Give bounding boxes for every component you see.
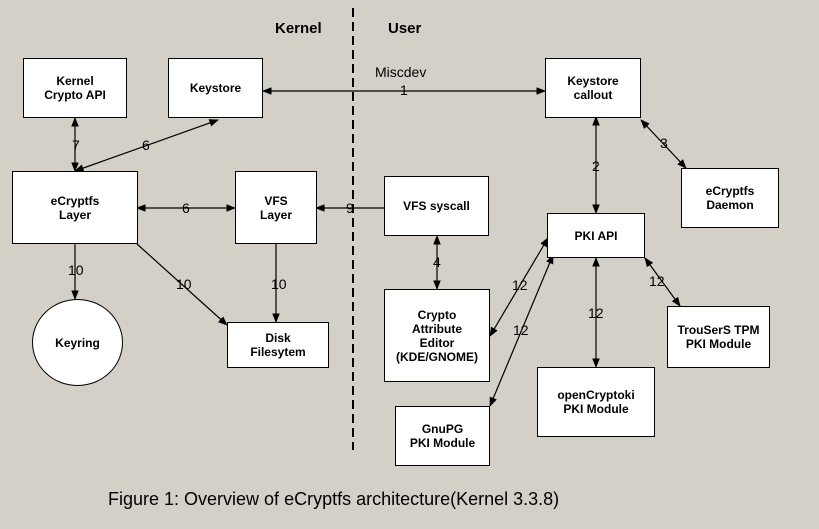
edge-label-6b: 6 xyxy=(182,200,190,216)
edge-label-12a: 12 xyxy=(512,277,528,293)
vfs-layer-box: VFS Layer xyxy=(235,171,317,244)
ecryptfs-daemon-box: eCryptfs Daemon xyxy=(681,168,779,228)
edge-pki-trousers xyxy=(644,257,681,307)
keyring-circle: Keyring xyxy=(32,299,123,386)
keystore-callout-box: Keystore callout xyxy=(545,58,641,118)
edge-label-1: 1 xyxy=(400,82,408,98)
figure-caption: Figure 1: Overview of eCryptfs architect… xyxy=(108,489,560,509)
crypto-attribute-editor-box: Crypto Attribute Editor (KDE/GNOME) xyxy=(384,289,490,382)
edge-label-4: 4 xyxy=(433,254,441,270)
kernel-header: Kernel xyxy=(275,20,322,37)
user-header: User xyxy=(388,20,422,37)
edge-label-6a: 6 xyxy=(142,137,150,153)
kernel-crypto-api-box: Kernel Crypto API xyxy=(23,58,127,118)
edge-label-2: 2 xyxy=(592,158,600,174)
ecryptfs-layer-box: eCryptfs Layer xyxy=(12,171,138,244)
edge-label-12c: 12 xyxy=(588,305,604,321)
miscdev-label: Miscdev xyxy=(375,64,427,80)
edge-label-10a: 10 xyxy=(68,262,84,278)
edge-label-12b: 12 xyxy=(513,322,529,338)
gnupg-box: GnuPG PKI Module xyxy=(395,406,490,466)
edge-gnupg-pki xyxy=(489,254,554,407)
edge-label-10b: 10 xyxy=(176,276,192,292)
edge-ecryptfs-keystore xyxy=(74,119,219,172)
edge-label-7: 7 xyxy=(72,137,80,153)
vfs-syscall-box: VFS syscall xyxy=(384,176,489,236)
trousers-tpm-box: TrouSerS TPM PKI Module xyxy=(667,306,770,368)
edge-label-10c: 10 xyxy=(271,276,287,292)
opencryptoki-box: openCryptoki PKI Module xyxy=(537,367,655,437)
disk-filesystem-box: Disk Filesytem xyxy=(227,322,329,368)
edge-callout-daemon xyxy=(640,119,687,169)
edge-label-3: 3 xyxy=(660,135,668,151)
pki-api-box: PKI API xyxy=(547,213,645,258)
edge-label-12d: 12 xyxy=(649,273,665,289)
edge-label-9: 9 xyxy=(346,200,354,216)
edge-ecryptfs-disk xyxy=(136,243,228,326)
keystore-box: Keystore xyxy=(168,58,263,118)
